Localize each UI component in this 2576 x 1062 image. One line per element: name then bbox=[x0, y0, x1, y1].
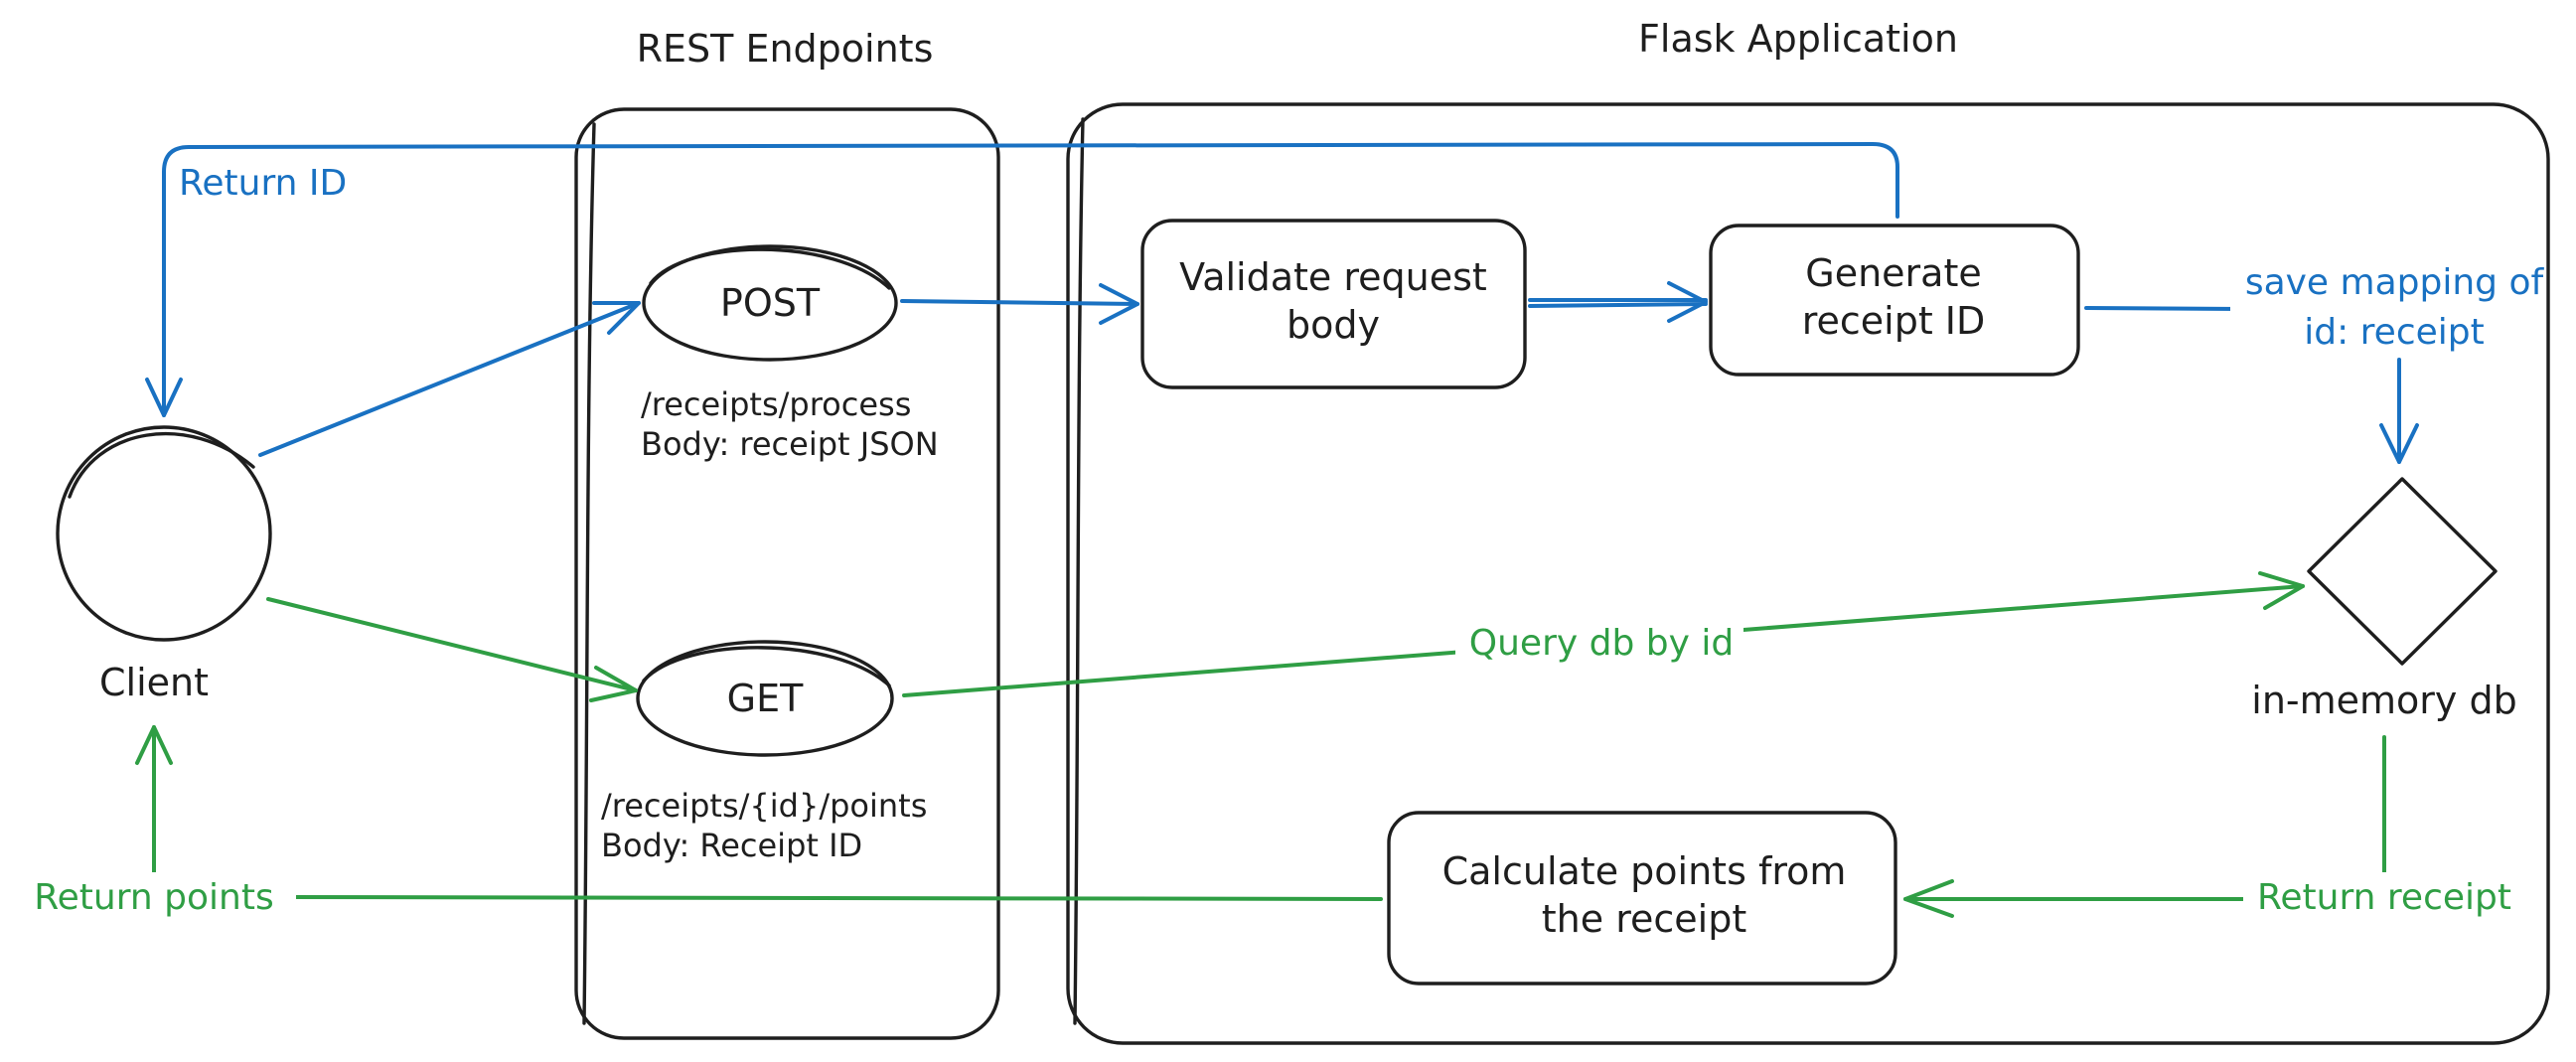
return-points-label: Return points bbox=[34, 877, 273, 918]
calculate-line-2: the receipt bbox=[1542, 897, 1746, 941]
in-memory-db-diamond bbox=[2307, 477, 2498, 666]
get-endpoint bbox=[636, 640, 894, 757]
client-label: Client bbox=[99, 661, 209, 704]
validate-line-1: Validate request bbox=[1179, 255, 1487, 299]
get-body: Body: Receipt ID bbox=[601, 827, 862, 864]
client-node bbox=[56, 425, 272, 642]
save-mapping-line-2: id: receipt bbox=[2304, 312, 2485, 353]
calculate-line-1: Calculate points from bbox=[1442, 849, 1847, 893]
post-endpoint bbox=[642, 244, 898, 362]
generate-line-1: Generate bbox=[1805, 251, 1981, 295]
generate-line-2: receipt ID bbox=[1802, 299, 1986, 343]
rest-endpoints-container bbox=[574, 107, 1000, 1040]
save-mapping-line-1: save mapping of bbox=[2245, 262, 2545, 303]
generate-receipt-id-box bbox=[1709, 224, 2080, 377]
rest-endpoints-title: REST Endpoints bbox=[637, 27, 934, 71]
get-path: /receipts/{id}/points bbox=[601, 787, 927, 825]
db-label: in-memory db bbox=[2251, 679, 2516, 722]
post-method-label: POST bbox=[720, 281, 821, 325]
flask-application-container bbox=[1066, 102, 2550, 1045]
return-id-label: Return ID bbox=[179, 163, 347, 204]
query-db-label: Query db by id bbox=[1469, 623, 1734, 664]
validate-request-box bbox=[1140, 219, 1527, 389]
calculate-points-box bbox=[1387, 811, 1897, 986]
flask-application-title: Flask Application bbox=[1638, 17, 1958, 61]
green-flow-edges bbox=[135, 571, 2386, 918]
post-body: Body: receipt JSON bbox=[641, 425, 939, 463]
blue-flow-edges bbox=[145, 142, 2419, 464]
return-receipt-label: Return receipt bbox=[2257, 877, 2511, 918]
get-method-label: GET bbox=[727, 677, 804, 720]
validate-line-2: body bbox=[1287, 303, 1380, 347]
post-path: /receipts/process bbox=[641, 385, 911, 423]
